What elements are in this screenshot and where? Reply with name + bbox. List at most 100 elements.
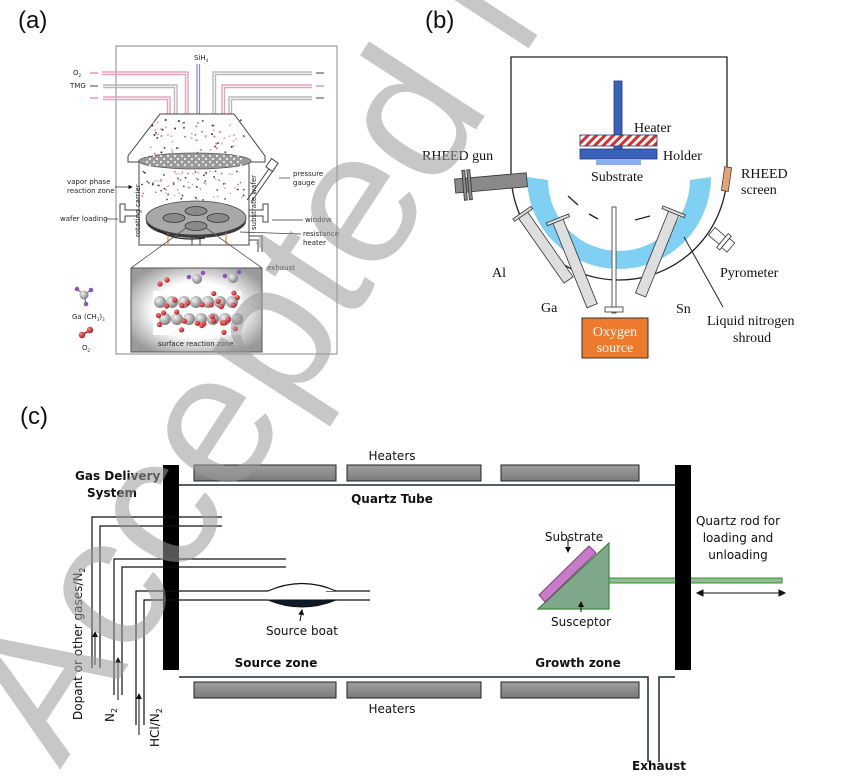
precursor-dot — [166, 198, 168, 201]
precursor-dot — [215, 147, 218, 150]
precursor-dot — [156, 121, 159, 124]
precursor-dot — [162, 174, 165, 176]
precursor-dot — [153, 133, 156, 136]
plate-hole — [170, 158, 172, 160]
panel-c-hvpe: Heaters Heaters Quartz Tube Gas Delivery… — [71, 449, 787, 773]
precursor-dot — [167, 193, 170, 196]
precursor-dot — [194, 133, 197, 136]
label-quartz-rod-2: loading and — [703, 531, 774, 545]
plate-hole — [237, 155, 239, 157]
precursor-dot — [148, 182, 150, 184]
precursor-dot — [160, 189, 163, 192]
precursor-dot — [181, 172, 183, 175]
plate-hole — [167, 161, 169, 163]
label-oxygen-source-2: source — [597, 341, 634, 356]
plate-hole — [156, 164, 158, 166]
ga-atom — [192, 274, 202, 284]
precursor-dot — [157, 184, 160, 187]
plate-hole — [209, 155, 211, 157]
label-gas-delivery-1: Gas Delivery — [75, 469, 160, 483]
label-rotating-carrier: rotating carrier — [134, 184, 142, 237]
plate-hole — [177, 158, 179, 160]
heater-block — [346, 464, 482, 482]
oxygen-atom — [225, 317, 232, 323]
oxygen-atom — [208, 302, 214, 308]
plate-hole — [198, 164, 200, 166]
plate-hole — [163, 164, 165, 166]
window-port — [249, 203, 269, 223]
precursor-dot — [176, 189, 179, 191]
precursor-dot — [195, 177, 197, 180]
plate-hole — [181, 161, 183, 163]
oxygen-atom — [209, 314, 215, 320]
precursor-dot — [219, 131, 222, 134]
plate-hole — [146, 155, 148, 157]
plate-hole — [233, 164, 235, 166]
precursor-dot — [236, 170, 238, 173]
label-hcl-n2: HCl/N2 — [148, 708, 164, 747]
precursor-dot — [190, 136, 193, 139]
precursor-dot — [186, 172, 189, 175]
precursor-dot — [187, 186, 189, 189]
plate-hole — [153, 161, 155, 163]
plate-hole — [188, 161, 190, 163]
label-source-zone: Source zone — [235, 656, 318, 670]
precursor-dot — [174, 170, 177, 173]
plate-hole — [212, 158, 214, 160]
flange-overlap — [675, 574, 691, 587]
precursor-dot — [157, 133, 160, 136]
label-n2: N2 — [103, 708, 119, 722]
label-quartz-tube: Quartz Tube — [351, 492, 433, 506]
load-unload-arrow — [695, 589, 787, 597]
wafer — [184, 206, 208, 216]
precursor-dot — [233, 133, 236, 136]
precursor-dot — [159, 180, 162, 183]
plate-hole — [188, 155, 190, 157]
quartz-tube-bottom — [179, 676, 675, 762]
carrier-shaft — [191, 235, 201, 245]
gas-inlet-arrows-left — [90, 72, 98, 99]
quartz-rod — [608, 577, 783, 584]
precursor-dot — [204, 180, 207, 182]
plate-hole — [146, 161, 148, 163]
ga-atom — [159, 313, 171, 325]
oxygen-atom — [234, 294, 240, 301]
plate-hole — [205, 158, 207, 160]
precursor-dot — [151, 183, 154, 186]
plate-hole — [240, 158, 242, 160]
oxygen-atom — [232, 326, 238, 332]
plate-hole — [170, 164, 172, 166]
precursor-dot — [141, 183, 143, 186]
plate-hole — [191, 158, 193, 160]
zoom-lines — [130, 227, 263, 269]
precursor-dot — [177, 147, 180, 150]
precursor-dot — [165, 126, 168, 129]
oxygen-atom — [221, 320, 228, 326]
precursor-dot — [177, 120, 180, 123]
precursor-dot — [229, 192, 232, 195]
plate-hole — [195, 161, 197, 163]
gas-lines-left — [102, 71, 189, 118]
precursor-dot — [229, 124, 232, 127]
precursor-dot — [184, 135, 187, 138]
wafer-loading-port — [119, 203, 139, 223]
plate-hole — [184, 158, 186, 160]
reactor-chamber — [138, 160, 250, 246]
plate-hole — [216, 155, 218, 157]
precursor-dot — [215, 142, 218, 145]
precursor-dot — [218, 179, 220, 182]
arrow — [298, 609, 305, 622]
plate-hole — [226, 164, 228, 166]
precursor-dot — [160, 134, 163, 137]
plate-hole — [163, 158, 165, 160]
plate-hole — [198, 158, 200, 160]
ga-atom — [231, 313, 243, 325]
oxygen-atom — [231, 302, 237, 308]
chamber-wall — [510, 56, 728, 172]
sih4-line — [196, 64, 201, 118]
showerhead-holes — [146, 155, 242, 166]
precursor-dot — [211, 124, 214, 127]
label-sn: Sn — [676, 302, 691, 317]
precursor-dot — [171, 140, 174, 143]
